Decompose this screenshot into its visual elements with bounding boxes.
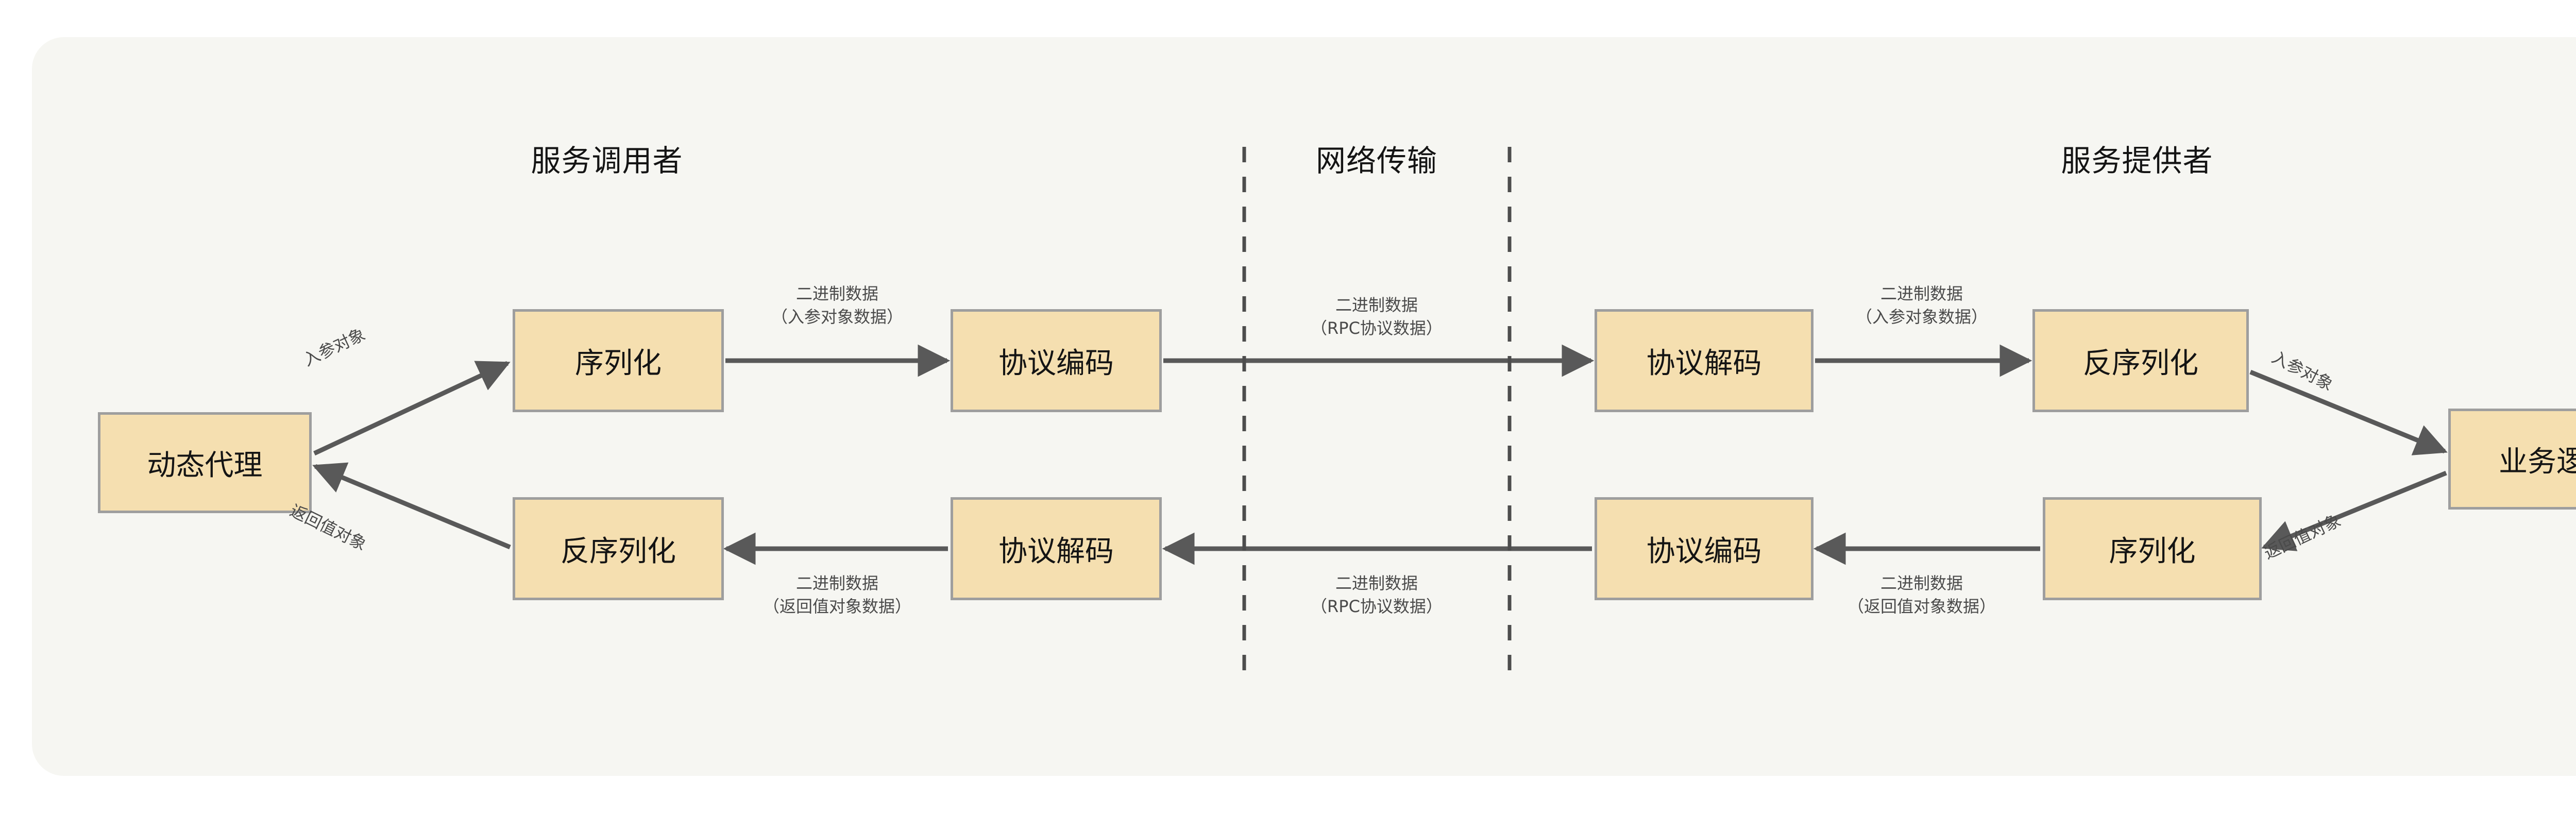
edge-label-line1: 二进制数据 (795, 573, 879, 593)
edge-label-line1: 二进制数据 (1880, 284, 1963, 303)
edge-label-line1: 二进制数据 (1335, 295, 1418, 315)
lane-title-network: 网络传输 (1315, 143, 1438, 178)
edge-label-line2: （入参对象数据） (1855, 307, 1988, 327)
edge-deserialize-to-business (2249, 369, 2448, 455)
node-dynamic-proxy[interactable]: 动态代理 (98, 412, 312, 513)
edge-label-resp-encode-to-decode: 二进制数据 （返回值对象数据） (763, 572, 911, 619)
edge-proxy-to-serialize (313, 361, 511, 456)
edge-label-resp-serialize-to-encode: 二进制数据 （返回值对象数据） (1848, 572, 1996, 619)
edge-label-line1: 二进制数据 (1880, 573, 1963, 593)
node-deserialize-client[interactable]: 反序列化 (513, 497, 724, 600)
edge-label-line2: （返回值对象数据） (762, 597, 912, 617)
edge-label-req-serialize-to-encode: 二进制数据 （入参对象数据） (771, 282, 903, 329)
node-serialize-client[interactable]: 序列化 (513, 309, 724, 412)
edge-label-line2: （入参对象数据） (771, 307, 904, 327)
edge-deserialize-to-proxy (312, 462, 511, 550)
node-protocol-decode-client[interactable]: 协议解码 (951, 497, 1162, 600)
edge-label-line1: 二进制数据 (795, 284, 879, 303)
edge-label-line2: （返回值对象数据） (1847, 597, 1996, 617)
node-business-logic[interactable]: 业务逻辑 (2448, 409, 2576, 510)
node-protocol-decode-server[interactable]: 协议解码 (1595, 309, 1814, 412)
edge-label-req-decode-to-deserialize: 二进制数据 （入参对象数据） (1856, 282, 1988, 329)
edge-label-line2: （RPC协议数据） (1311, 318, 1443, 338)
edge-business-to-serialize (2261, 470, 2447, 551)
edge-label-line1: 二进制数据 (1335, 573, 1418, 593)
node-deserialize-server[interactable]: 反序列化 (2032, 309, 2249, 412)
node-protocol-encode-server[interactable]: 协议编码 (1595, 497, 1814, 600)
edge-label-resp-network: 二进制数据 （RPC协议数据） (1311, 572, 1443, 619)
lane-title-caller: 服务调用者 (531, 143, 683, 178)
node-serialize-server[interactable]: 序列化 (2043, 497, 2262, 600)
node-protocol-encode-client[interactable]: 协议编码 (951, 309, 1162, 412)
edge-label-line2: （RPC协议数据） (1311, 597, 1443, 617)
edge-label-req-network: 二进制数据 （RPC协议数据） (1311, 294, 1443, 341)
lane-title-provider: 服务提供者 (2061, 143, 2213, 178)
